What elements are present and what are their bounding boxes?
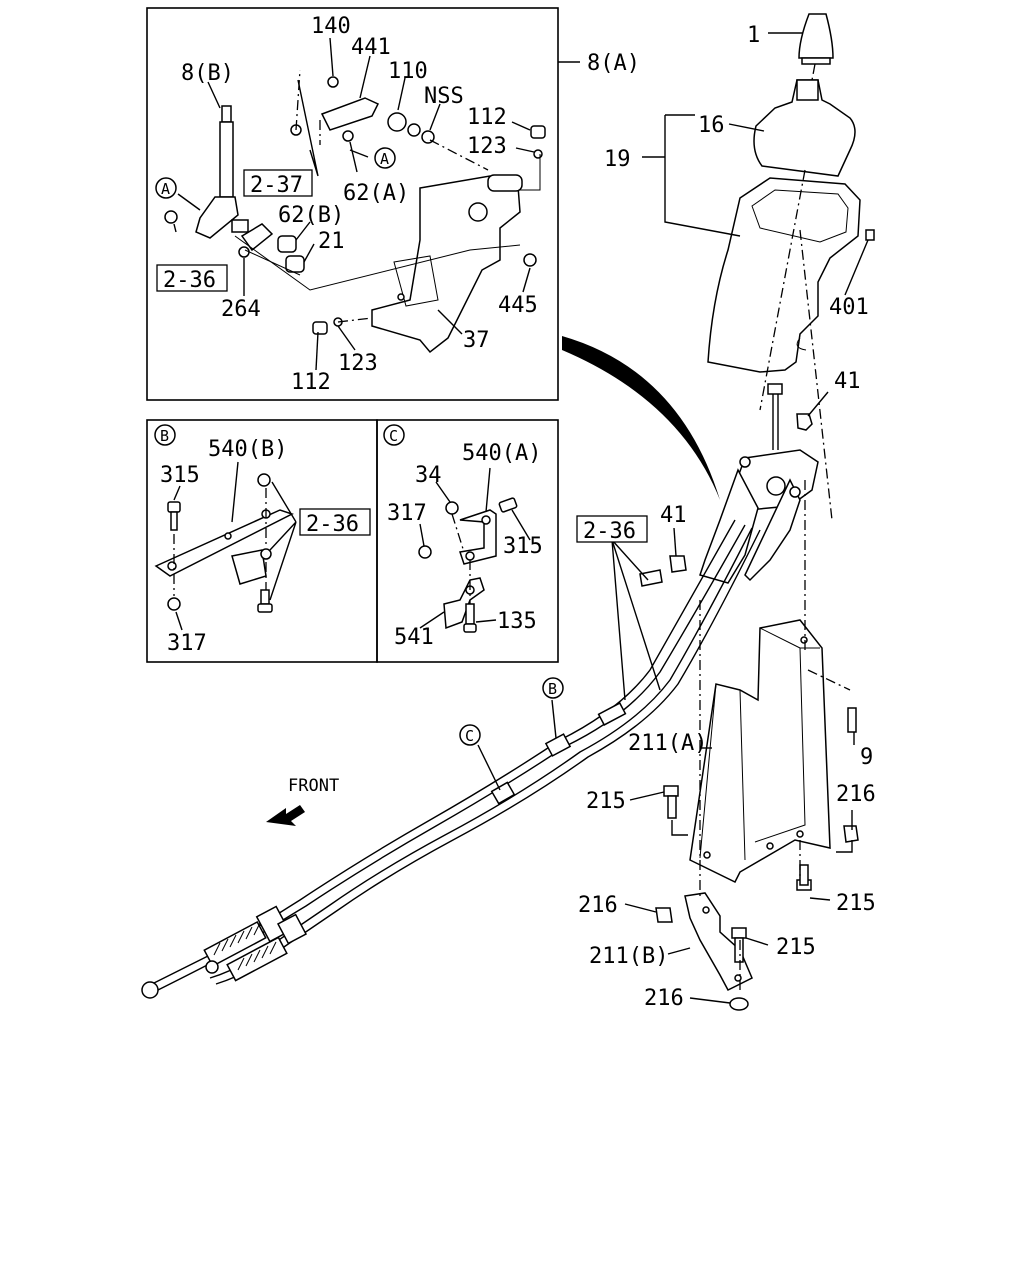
label-540a: 540(A) — [462, 441, 541, 466]
label-1: 1 — [747, 23, 760, 48]
inset-arc-leader — [562, 336, 720, 500]
label-441: 441 — [351, 35, 391, 60]
inset-c-parts — [418, 467, 531, 633]
cable-clamp-b — [544, 733, 572, 757]
label-216-a: 216 — [836, 782, 876, 807]
label-41-a: 41 — [834, 369, 861, 394]
shift-knob — [798, 13, 834, 65]
label-110: 110 — [388, 59, 428, 84]
ref-box-2-36-b — [299, 508, 371, 536]
label-112-a: 112 — [467, 105, 507, 130]
label-8b: 8(B) — [181, 61, 234, 86]
callout-c-1-circle — [383, 424, 405, 446]
inset-b-parts — [154, 461, 297, 631]
callout-c-2: C — [465, 727, 474, 745]
ref-box-2-36-c — [576, 515, 648, 543]
ref-2-36-c: 2-36 — [583, 519, 636, 544]
label-215-c: 215 — [776, 935, 816, 960]
label-401: 401 — [829, 295, 869, 320]
label-215-b: 215 — [836, 891, 876, 916]
label-62b: 62(B) — [278, 203, 344, 228]
cable-end-springs — [141, 905, 308, 999]
cable-clamp-c — [490, 781, 516, 805]
ref-2-36-a: 2-36 — [163, 268, 216, 293]
label-123-a: 123 — [467, 134, 507, 159]
callout-a-1-circle — [155, 177, 177, 199]
label-264: 264 — [221, 297, 261, 322]
label-315-a: 315 — [160, 463, 200, 488]
shift-boot — [753, 79, 856, 177]
inset-shift-lever-frame — [146, 7, 559, 401]
ref-2-37: 2-37 — [250, 173, 303, 198]
callout-c-1: C — [389, 427, 398, 445]
bracket-211b — [684, 892, 753, 991]
inset-top-leaders — [173, 37, 535, 371]
callout-a-1: A — [161, 180, 170, 198]
label-8a: 8(A) — [587, 51, 640, 76]
callout-c-2-circle — [459, 724, 481, 746]
ref-2-36-b: 2-36 — [306, 512, 359, 537]
console-cover — [707, 177, 861, 373]
callout-b-2: B — [548, 680, 557, 698]
front-arrow-icon — [266, 805, 305, 826]
label-541: 541 — [394, 625, 434, 650]
label-317-a: 317 — [167, 631, 207, 656]
callout-b-1-circle — [154, 424, 176, 446]
label-21: 21 — [318, 229, 345, 254]
callout-a-2: A — [380, 150, 389, 168]
ref-box-2-37 — [243, 169, 313, 197]
label-211b: 211(B) — [589, 944, 668, 969]
callout-b-1: B — [160, 427, 169, 445]
main-hardware — [639, 229, 875, 1011]
label-62a: 62(A) — [343, 181, 409, 206]
label-nss: NSS — [424, 84, 464, 109]
label-41-b: 41 — [660, 503, 687, 528]
inset-top-guides — [234, 69, 541, 323]
front-label: FRONT — [288, 776, 339, 796]
label-315-b: 315 — [503, 534, 543, 559]
label-112-b: 112 — [291, 370, 331, 395]
label-37: 37 — [463, 328, 490, 353]
cable-clamp-top — [597, 702, 627, 726]
bracket-211a — [689, 619, 831, 884]
label-211a: 211(A) — [628, 731, 707, 756]
shift-lever-assembly — [699, 383, 819, 584]
callout-b-2-circle — [542, 677, 564, 699]
label-16: 16 — [698, 113, 725, 138]
label-34: 34 — [415, 463, 442, 488]
label-9: 9 — [860, 745, 873, 770]
inset-c-frame — [376, 419, 559, 663]
label-140: 140 — [311, 14, 351, 39]
callout-a-2-circle — [374, 147, 396, 169]
label-216-b: 216 — [578, 893, 618, 918]
ref-box-2-36-a — [156, 264, 228, 292]
label-216-c: 216 — [644, 986, 684, 1011]
label-215-a: 215 — [586, 789, 626, 814]
main-leaders — [477, 32, 869, 1004]
label-445: 445 — [498, 293, 538, 318]
label-317-b: 317 — [387, 501, 427, 526]
label-135: 135 — [497, 609, 537, 634]
inset-top-parts — [164, 76, 546, 354]
label-19: 19 — [604, 147, 631, 172]
label-123-b: 123 — [338, 351, 378, 376]
label-540b: 540(B) — [208, 437, 287, 462]
